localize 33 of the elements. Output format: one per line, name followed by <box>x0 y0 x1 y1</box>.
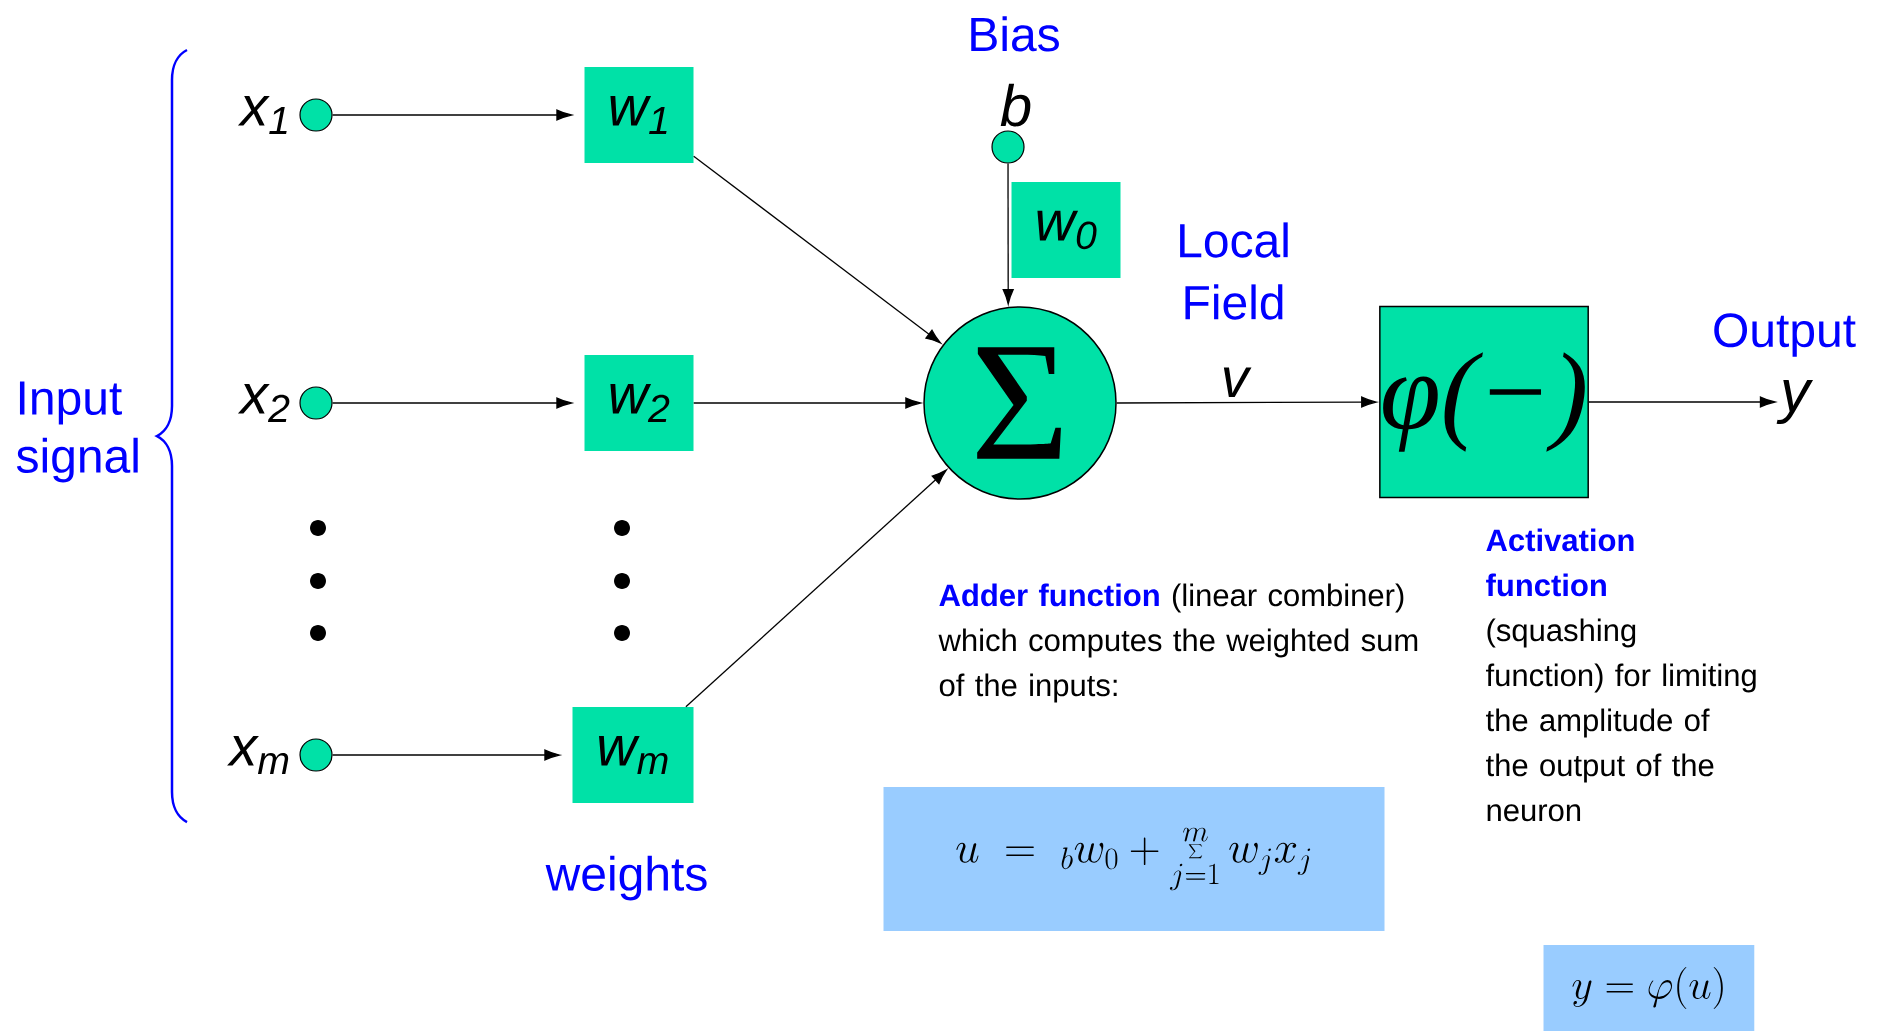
edge-label: v <box>1223 367 1252 397</box>
side-label: weights <box>545 855 707 901</box>
input-node <box>299 738 333 772</box>
equation-box: $y = \varphi(u)$ <box>1543 945 1755 1031</box>
equation-box: $u \;=\; {}_{b}w_{0} + \sum_{j=1}^{m} w_{j}x_{j}$ <box>883 787 1385 931</box>
side-label: Local Field <box>1180 222 1288 320</box>
arrow <box>1002 162 1014 305</box>
side-label: Output <box>1714 313 1856 357</box>
arrow <box>331 109 572 121</box>
weight-box: w$_{m}$ <box>572 707 694 803</box>
input-node <box>299 386 333 420</box>
arrow <box>1588 396 1776 408</box>
description-text: Adder function (linear combiner) which computes the weighted sum of the inputs: <box>938 583 1418 703</box>
weight-box: w$_{2}$ <box>584 355 694 451</box>
arrow <box>693 155 942 344</box>
input-symbol: x$_{1}$ <box>237 96 287 134</box>
input-symbol: x$_{m}$ <box>227 736 289 774</box>
description-text: Activation function (squashing function) for limiting the amplitude of the output of the neuron <box>1486 528 1756 822</box>
arrow <box>685 469 947 708</box>
bias-symbol: b <box>1000 83 1031 127</box>
side-label: Input signal <box>16 381 138 483</box>
arrow <box>693 397 921 409</box>
bias-label: Bias <box>971 16 1059 52</box>
activation-box: φ(−) <box>1379 305 1589 499</box>
weight-box: w$_{0}$ <box>1011 182 1121 278</box>
arrow <box>1116 396 1377 408</box>
output-symbol: y <box>1776 379 1814 425</box>
arrow <box>331 749 560 761</box>
weight-box: w$_{1}$ <box>584 67 694 163</box>
input-symbol: x$_{2}$ <box>237 384 290 422</box>
arrow <box>331 397 572 409</box>
input-node <box>299 98 333 132</box>
input-node <box>991 130 1025 164</box>
